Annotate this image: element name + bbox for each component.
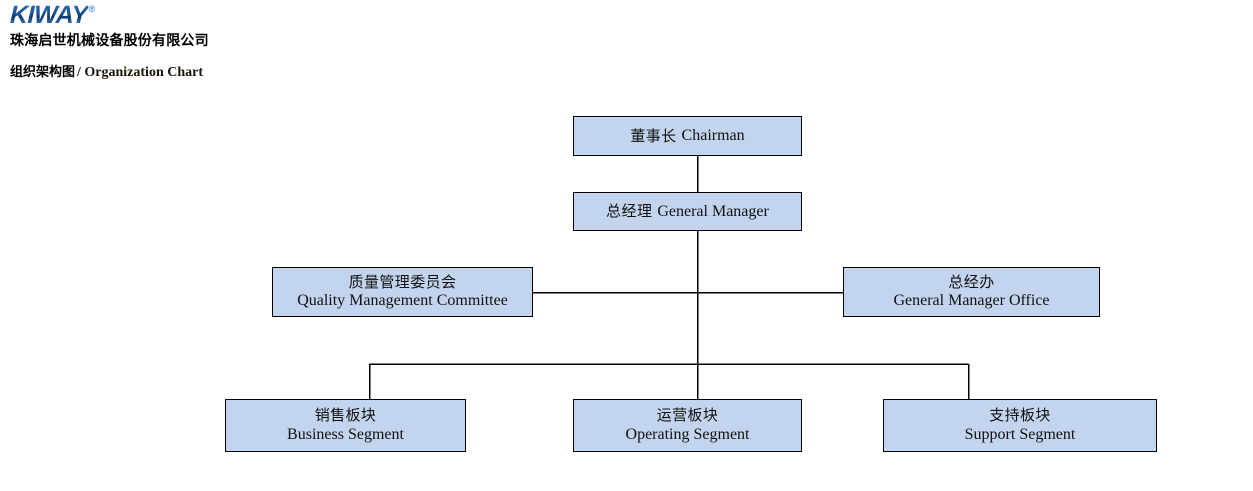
page-title-english: / Organization Chart [77, 65, 204, 80]
node-business-segment-label-cn: 销售板块 [314, 406, 377, 425]
node-support-segment-label-cn: 支持板块 [989, 406, 1051, 425]
node-general-manager-office[interactable]: 总经办 General Manager Office [843, 267, 1100, 317]
node-chairman-label-cn: 董事长 [630, 126, 677, 145]
kiway-logo: KIWAY ® [10, 1, 96, 29]
node-general-manager[interactable]: 总经理 General Manager [573, 192, 802, 231]
node-chairman[interactable]: 董事长 Chairman [573, 116, 802, 156]
node-general-manager-label-cn: 总经理 [606, 202, 653, 221]
node-business-segment-label-en: Business Segment [287, 425, 404, 443]
node-quality-management-committee[interactable]: 质量管理委员会 Quality Management Committee [272, 267, 533, 317]
node-operating-segment-label-cn: 运营板块 [656, 406, 719, 425]
page-title-chinese: 组织架构图 [10, 65, 76, 80]
node-business-segment[interactable]: 销售板块 Business Segment [225, 399, 466, 452]
node-general-manager-office-label-cn: 总经办 [948, 272, 995, 291]
registered-trademark-icon: ® [88, 4, 96, 14]
node-support-segment[interactable]: 支持板块 Support Segment [883, 399, 1157, 452]
node-support-segment-label-en: Support Segment [964, 425, 1076, 443]
node-quality-management-committee-label-cn: 质量管理委员会 [348, 272, 457, 291]
company-name: 珠海启世机械设备股份有限公司 [10, 33, 209, 49]
node-operating-segment[interactable]: 运营板块 Operating Segment [573, 399, 802, 452]
page-header: KIWAY ® 珠海启世机械设备股份有限公司 组织架构图/ Organizati… [10, 0, 610, 92]
node-general-manager-label-en: General Manager [657, 202, 769, 220]
node-operating-segment-label-en: Operating Segment [625, 425, 750, 443]
node-chairman-label-en: Chairman [681, 127, 745, 145]
node-quality-management-committee-label-en: Quality Management Committee [297, 292, 508, 310]
node-general-manager-office-label-en: General Manager Office [893, 292, 1050, 310]
page-title: 组织架构图/ Organization Chart [10, 63, 203, 81]
